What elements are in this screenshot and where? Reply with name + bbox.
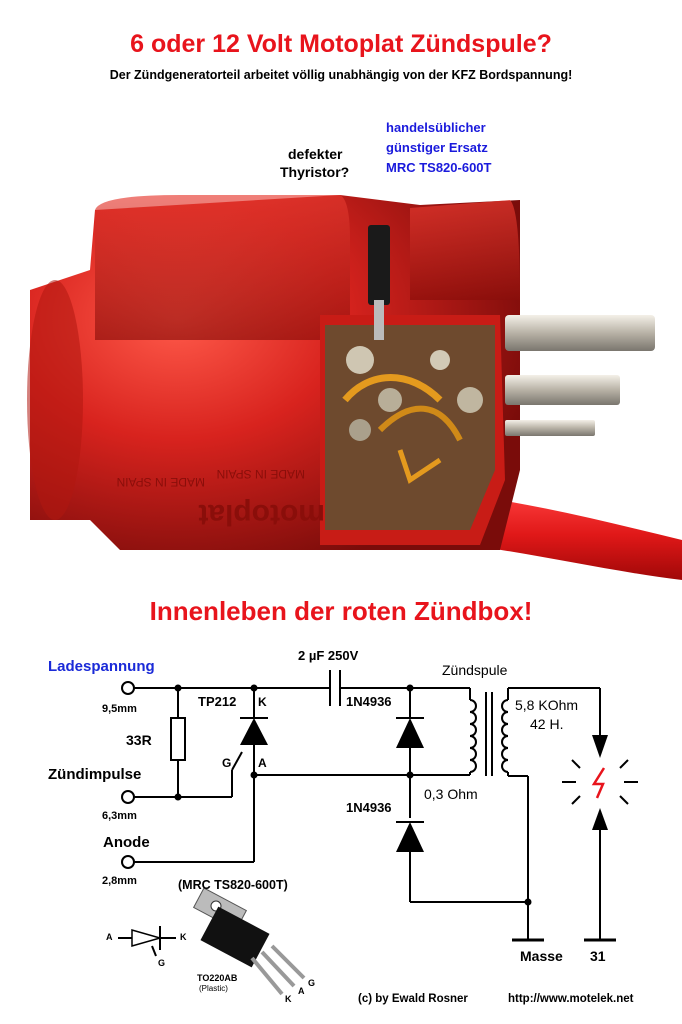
label-defekter: defekter	[288, 146, 343, 162]
label-anode-mm: 2,8mm	[102, 875, 137, 887]
section-title-innenleben: Innenleben der roten Zündbox!	[149, 596, 533, 626]
casing-text: motoplat	[198, 498, 325, 531]
label-thyristor-g: G	[222, 756, 232, 770]
terminal-anode	[121, 855, 135, 869]
label-thyristor-tp212: TP212	[198, 694, 237, 709]
label-pin-g: G	[308, 978, 316, 988]
thyristor-triangle	[240, 718, 268, 745]
label-mrc: (MRC TS820-600T)	[178, 878, 288, 892]
label-capacitor: 2 µF 250V	[298, 648, 359, 663]
terminal-ladespannung	[121, 681, 135, 695]
label-zuendimpulse-mm: 6,3mm	[102, 810, 137, 822]
label-sym-a: A	[106, 932, 113, 942]
footer-url[interactable]: http://www.motelek.net	[508, 993, 634, 1005]
ersatz-line2: günstiger Ersatz	[386, 140, 488, 155]
label-coil-primary: 0,3 Ohm	[424, 786, 478, 802]
label-coil-secondary-henry: 42 H.	[530, 716, 564, 732]
label-package-sub: (Plastic)	[199, 984, 228, 993]
label-ladespannung: Ladespannung	[48, 658, 155, 675]
label-coil-secondary-ohm: 5,8 KOhm	[515, 697, 579, 713]
diode1-triangle	[396, 718, 424, 748]
label-thyristor-a: A	[258, 756, 267, 770]
label-diode1: 1N4936	[346, 694, 392, 709]
label-zuendspule: Zündspule	[442, 662, 508, 678]
ignition-box-photo: motoplat MADE IN SPAIN MADE IN SPAIN	[27, 195, 682, 580]
label-package: TO220AB	[197, 973, 238, 983]
label-ladespannung-mm: 9,5mm	[102, 703, 137, 715]
label-pin-k: K	[285, 994, 292, 1004]
label-thyristor: Thyristor?	[280, 164, 350, 180]
label-resistor: 33R	[126, 732, 152, 748]
label-anode: Anode	[103, 834, 150, 851]
lightning-icon	[591, 767, 606, 799]
terminal-zuendimpulse	[121, 790, 135, 804]
label-thyristor-k: K	[258, 695, 267, 709]
label-pin-a: A	[298, 986, 305, 996]
label-diode2: 1N4936	[346, 800, 392, 815]
ersatz-line3: MRC TS820-600T	[386, 160, 492, 175]
label-sym-k: K	[180, 932, 187, 942]
made-in-spain-text-2: MADE IN SPAIN	[117, 475, 205, 489]
resistor-33r	[170, 717, 186, 761]
label-sym-g: G	[158, 958, 166, 968]
label-masse: Masse	[520, 948, 563, 964]
made-in-spain-text: MADE IN SPAIN	[217, 467, 305, 481]
label-zuendimpulse: Zündimpulse	[48, 766, 142, 783]
page-subtitle: Der Zündgeneratorteil arbeitet völlig un…	[109, 68, 573, 82]
footer-credit: (c) by Ewald Rosner	[358, 993, 468, 1005]
spark-icon	[562, 759, 638, 805]
diode2-triangle	[396, 822, 424, 852]
page-title: 6 oder 12 Volt Motoplat Zündspule?	[130, 30, 552, 58]
label-masse-31: 31	[590, 948, 606, 964]
to220-package-icon	[192, 887, 306, 996]
ersatz-line1: handelsüblicher	[386, 120, 486, 135]
